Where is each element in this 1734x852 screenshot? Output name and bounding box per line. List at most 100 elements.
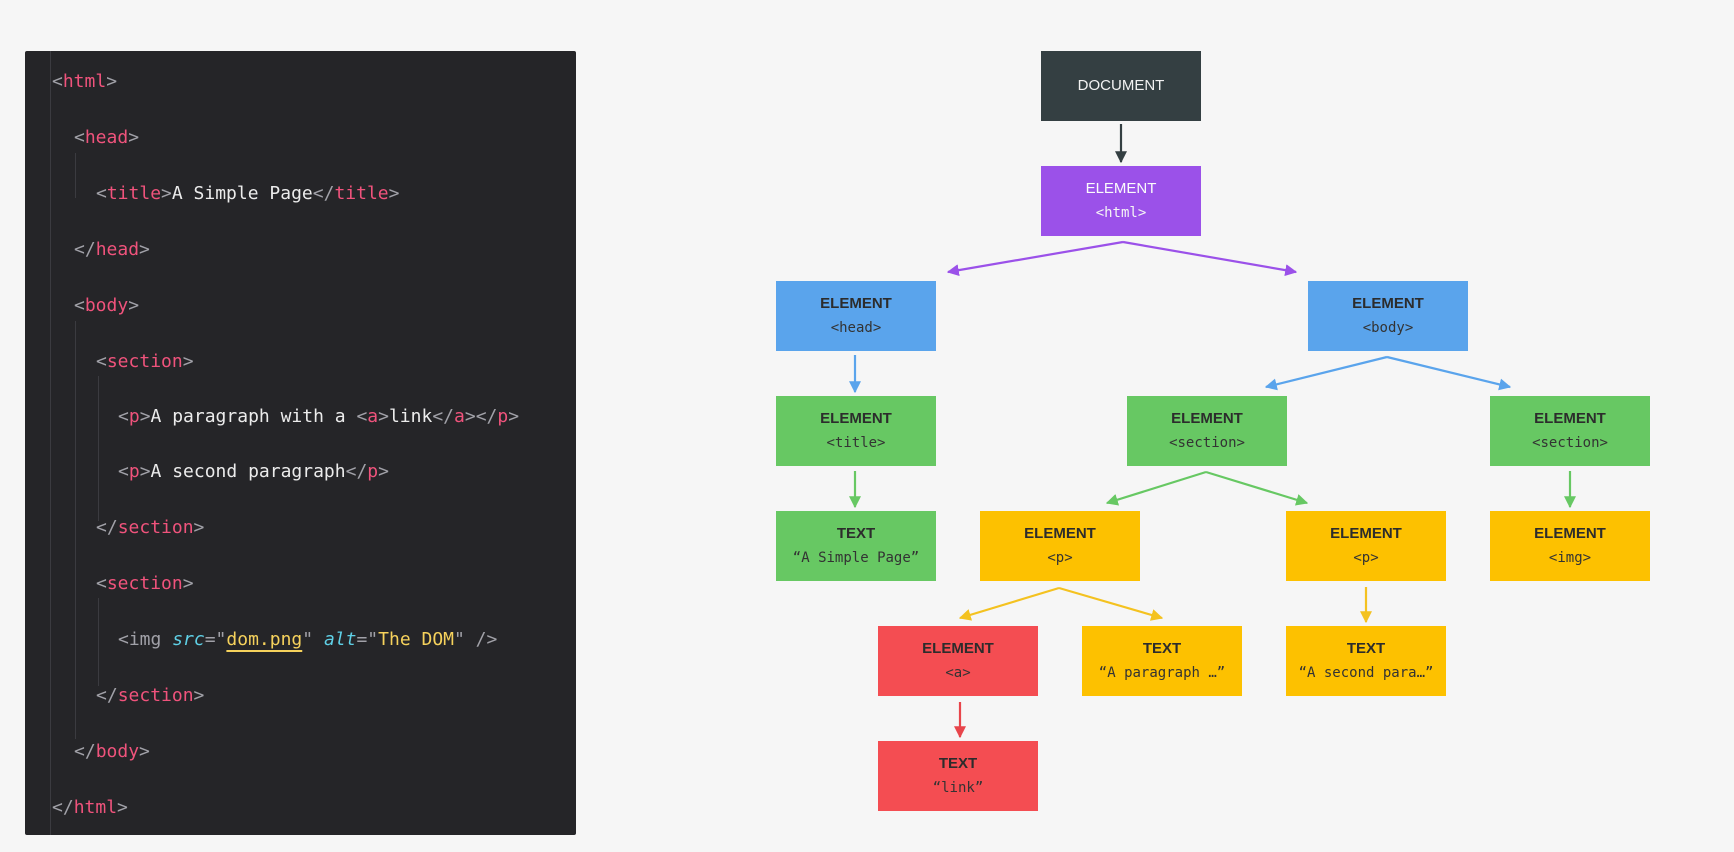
code-token: >: [128, 295, 140, 316]
node-tag-label: <body>: [1362, 320, 1414, 336]
edge-section1-p1: [1105, 470, 1207, 506]
code-token: <img: [118, 629, 173, 650]
code-line: </section>: [96, 513, 204, 543]
code-token: ></: [464, 406, 498, 427]
code-token: <: [356, 406, 368, 427]
code-token: >: [139, 741, 150, 762]
edge-html-head: [946, 240, 1124, 277]
code-line: <html>: [52, 67, 117, 97]
code-token: =": [356, 629, 379, 650]
indent-guide: [50, 51, 51, 835]
code-line: <p>A paragraph with a <a>link</a></p>: [118, 402, 519, 432]
code-token: ": [302, 629, 324, 650]
code-token: </: [312, 183, 335, 204]
code-token: >: [378, 406, 389, 427]
code-token: >: [161, 183, 172, 204]
node-a: ELEMENT <a>: [878, 626, 1038, 696]
node-title: ELEMENT <title>: [776, 396, 936, 466]
node-p-1: ELEMENT <p>: [980, 511, 1140, 581]
code-token: html: [73, 797, 118, 818]
code-line: <section>: [96, 347, 194, 377]
node-type-label: ELEMENT: [1330, 525, 1402, 542]
node-section-1: ELEMENT <section>: [1127, 396, 1287, 466]
code-token: <: [96, 351, 107, 372]
code-token: " />: [454, 629, 498, 650]
node-type-label: ELEMENT: [1534, 410, 1606, 427]
code-token: >: [508, 406, 520, 427]
node-tag-label: <section>: [1169, 435, 1245, 451]
node-type-label: ELEMENT: [922, 640, 994, 657]
code-token: html: [62, 71, 107, 92]
edge-section1-p2: [1205, 470, 1309, 506]
node-type-label: ELEMENT: [820, 295, 892, 312]
node-type-label: ELEMENT: [1085, 180, 1157, 197]
node-tag-label: <img>: [1548, 550, 1592, 566]
code-token: >: [182, 573, 194, 594]
node-body: ELEMENT <body>: [1308, 281, 1468, 351]
code-token: A second paragraph: [150, 461, 346, 482]
code-token: >: [193, 517, 205, 538]
code-token: section: [106, 351, 183, 372]
code-token: body: [84, 295, 129, 316]
code-token: A Simple Page: [171, 183, 313, 204]
code-panel: <html> <head> <title>A Simple Page</titl…: [25, 51, 576, 835]
node-type-label: TEXT: [1346, 640, 1386, 657]
edge-p1-text: [1058, 586, 1164, 621]
code-token: >: [117, 797, 128, 818]
node-p-2: ELEMENT <p>: [1286, 511, 1446, 581]
node-text-label: “link”: [932, 780, 984, 796]
code-token: <: [96, 183, 107, 204]
code-token: p: [128, 461, 140, 482]
code-token: The DOM: [378, 629, 454, 650]
code-token: </: [74, 239, 96, 260]
node-type-label: DOCUMENT: [1077, 77, 1165, 94]
code-token: title: [106, 183, 162, 204]
node-section-2: ELEMENT <section>: [1490, 396, 1650, 466]
node-p2-text: TEXT “A second para…”: [1286, 626, 1446, 696]
edge-body-section1: [1264, 355, 1388, 391]
node-tag-label: <head>: [830, 320, 882, 336]
code-token: src: [172, 629, 205, 650]
node-html: ELEMENT <html>: [1041, 166, 1201, 236]
code-token: p: [497, 406, 509, 427]
code-line: </section>: [96, 681, 204, 711]
code-token: >: [182, 351, 194, 372]
code-line: <body>: [74, 291, 139, 321]
code-line: </body>: [74, 737, 150, 767]
code-token: </: [96, 517, 118, 538]
code-token: <: [74, 127, 85, 148]
node-text-label: “A Simple Page”: [792, 550, 920, 566]
code-token: <: [74, 295, 85, 316]
node-type-label: ELEMENT: [1352, 295, 1424, 312]
node-text-label: “A second para…”: [1298, 665, 1434, 681]
node-type-label: TEXT: [836, 525, 876, 542]
code-token: </: [345, 461, 368, 482]
code-token: >: [139, 406, 151, 427]
code-token: >: [193, 685, 205, 706]
indent-guide: [75, 153, 76, 198]
code-line: <p>A second paragraph</p>: [118, 457, 389, 487]
code-token: <: [118, 461, 129, 482]
node-tag-label: <title>: [826, 435, 886, 451]
code-token: </: [96, 685, 118, 706]
node-tag-label: <html>: [1095, 205, 1147, 221]
code-token: head: [95, 239, 140, 260]
code-token: title: [334, 183, 389, 204]
code-token: >: [388, 183, 400, 204]
node-type-label: ELEMENT: [1171, 410, 1243, 427]
code-token: body: [95, 741, 140, 762]
node-head: ELEMENT <head>: [776, 281, 936, 351]
code-token: section: [117, 517, 194, 538]
code-token: >: [128, 127, 140, 148]
indent-guide: [98, 598, 99, 686]
code-token: dom.png: [226, 629, 303, 650]
code-token: <: [96, 573, 107, 594]
code-line: <section>: [96, 569, 194, 599]
code-token: alt: [323, 629, 357, 650]
code-token: A paragraph with a: [150, 406, 357, 427]
code-token: p: [128, 406, 140, 427]
code-token: </: [432, 406, 455, 427]
node-tag-label: <p>: [1353, 550, 1379, 566]
node-text-label: “A paragraph …”: [1098, 665, 1226, 681]
